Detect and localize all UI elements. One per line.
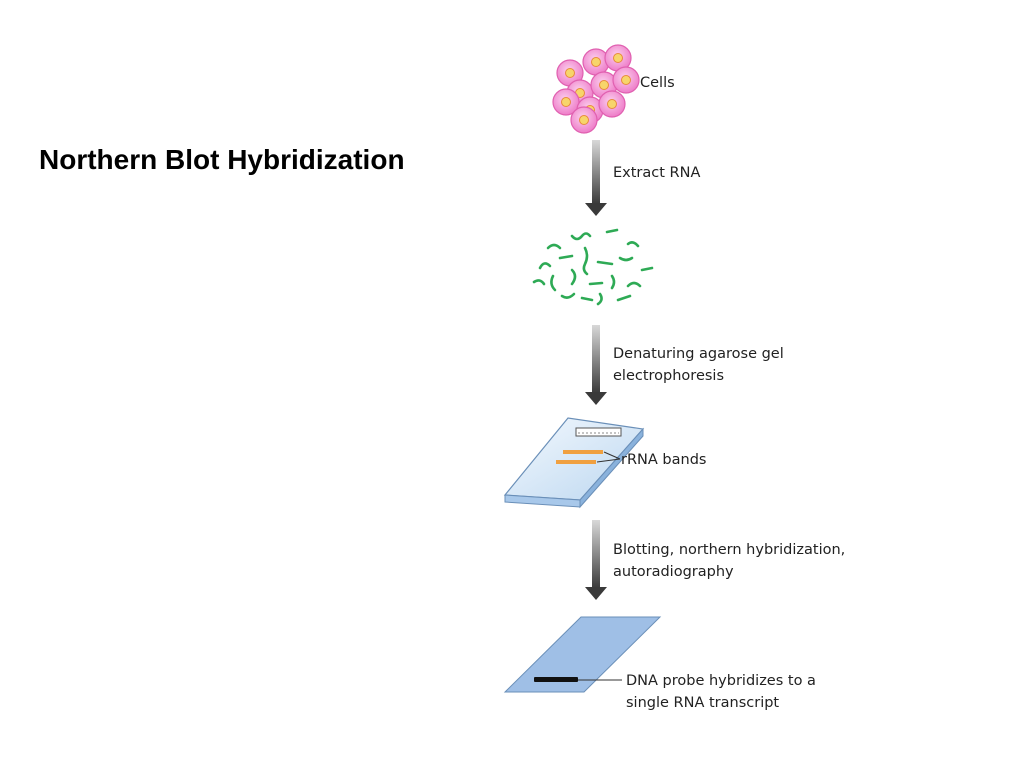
probe-label-line1: DNA probe hybridizes to a [626, 673, 816, 689]
cell-nucleus-icon [561, 97, 571, 107]
electrophoresis-label-line1: Denaturing agarose gel [613, 346, 784, 362]
arrow-down-icon [585, 325, 607, 405]
cell-nucleus-icon [579, 115, 589, 125]
cell-nucleus-icon [591, 57, 601, 67]
blotting-label-line1: Blotting, northern hybridization, [613, 542, 845, 558]
cells-label: Cells [640, 75, 675, 91]
cell-nucleus-icon [621, 75, 631, 85]
electrophoresis-label-line2: electrophoresis [613, 368, 724, 384]
rna-fragments-icon [532, 228, 654, 306]
agarose-gel-icon [503, 417, 645, 509]
rrna-band-lower [556, 460, 596, 464]
arrow-down-icon [585, 520, 607, 600]
rrna-bands-label: rRNA bands [621, 452, 706, 468]
membrane-icon [503, 616, 662, 693]
cell-nucleus-icon [613, 53, 623, 63]
probe-band [534, 677, 578, 682]
cell-nucleus-icon [599, 80, 609, 90]
probe-label-line2: single RNA transcript [626, 695, 779, 711]
cells-cluster-icon [552, 44, 640, 134]
extract-rna-label: Extract RNA [613, 165, 700, 181]
rrna-band-upper [563, 450, 603, 454]
arrow-down-icon [585, 140, 607, 216]
cell-nucleus-icon [607, 99, 617, 109]
blotting-label-line2: autoradiography [613, 564, 734, 580]
cell-nucleus-icon [565, 68, 575, 78]
slide-title: Northern Blot Hybridization [39, 144, 405, 175]
